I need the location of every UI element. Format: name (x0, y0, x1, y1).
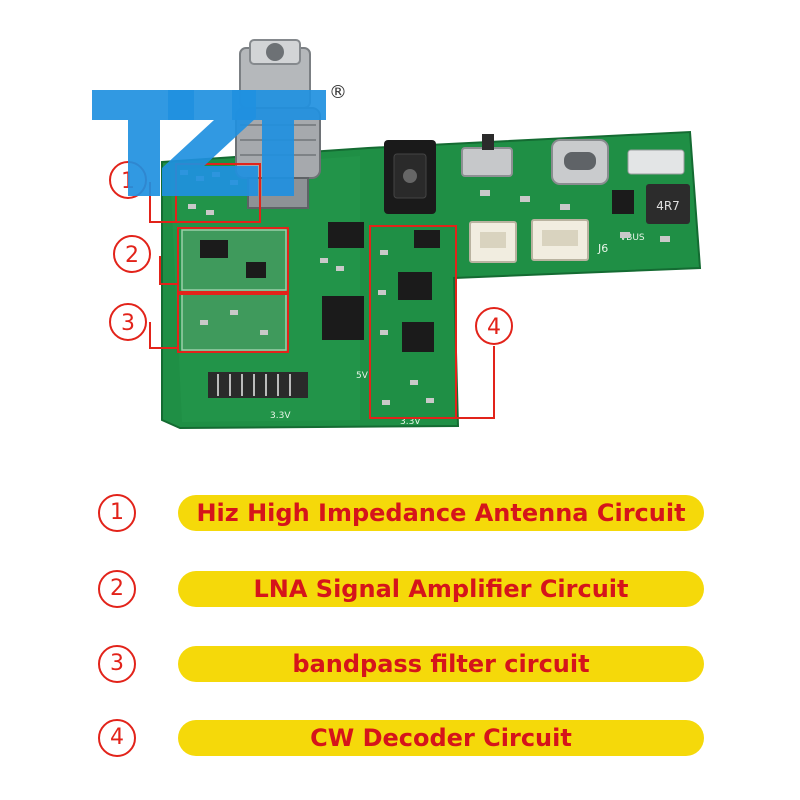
silkscreen-5v: 5V (356, 371, 369, 381)
usb-c-port (551, 139, 609, 185)
callout-circle-3 (109, 303, 147, 341)
callout-number-3: 3 (121, 311, 135, 336)
slide-switch (461, 134, 513, 177)
silkscreen-3v3-b: 3.3V (400, 417, 421, 427)
jst-connectors (469, 219, 589, 263)
callout-circle-4 (475, 307, 513, 345)
registered-mark: ® (329, 82, 347, 103)
shield-lna (181, 229, 287, 291)
audio-jack (384, 140, 436, 214)
legend-item-2: 2 LNA Signal Amplifier Circuit (98, 570, 704, 610)
silkscreen-vbus: VBUS (620, 233, 645, 243)
callout-frames (149, 163, 495, 419)
legend-number-1: 1 (98, 494, 136, 532)
legend-number-3: 3 (98, 645, 136, 683)
callout-number-2: 2 (125, 243, 139, 268)
callout-leader-3 (149, 322, 178, 349)
callout-circle-2 (113, 235, 151, 273)
callout-frame-2 (177, 227, 289, 293)
legend-label-4: CW Decoder Circuit (178, 720, 704, 756)
callout-leader-4 (456, 346, 495, 419)
callout-frame-4 (369, 225, 457, 419)
legend-number-2: 2 (98, 570, 136, 608)
shield-bpf (181, 291, 287, 351)
legend-item-1: 1 Hiz High Impedance Antenna Circuit (98, 494, 704, 534)
legend-label-1: Hiz High Impedance Antenna Circuit (178, 495, 704, 531)
callout-leader-2 (159, 256, 178, 285)
silkscreen-3v3-a: 3.3V (270, 411, 291, 421)
silkscreen-j6: J6 (597, 242, 608, 255)
pin-header (208, 372, 308, 398)
tzt-logo: ® (92, 82, 347, 196)
legend-label-3: bandpass filter circuit (178, 646, 704, 682)
pcb-photo: 4R7 J6 VBUS 5V 3.3V 3.3V (92, 39, 702, 430)
callout-frame-3 (177, 293, 289, 353)
integrated-circuits (200, 190, 634, 352)
inductor-label: 4R7 (656, 199, 680, 213)
legend-label-2: LNA Signal Amplifier Circuit (178, 571, 704, 607)
legend-number-4: 4 (98, 719, 136, 757)
legend-item-3: 3 bandpass filter circuit (98, 645, 704, 685)
inductor: 4R7 (646, 184, 690, 224)
legend-item-4: 4 CW Decoder Circuit (98, 719, 704, 759)
callout-number-4: 4 (487, 315, 501, 340)
